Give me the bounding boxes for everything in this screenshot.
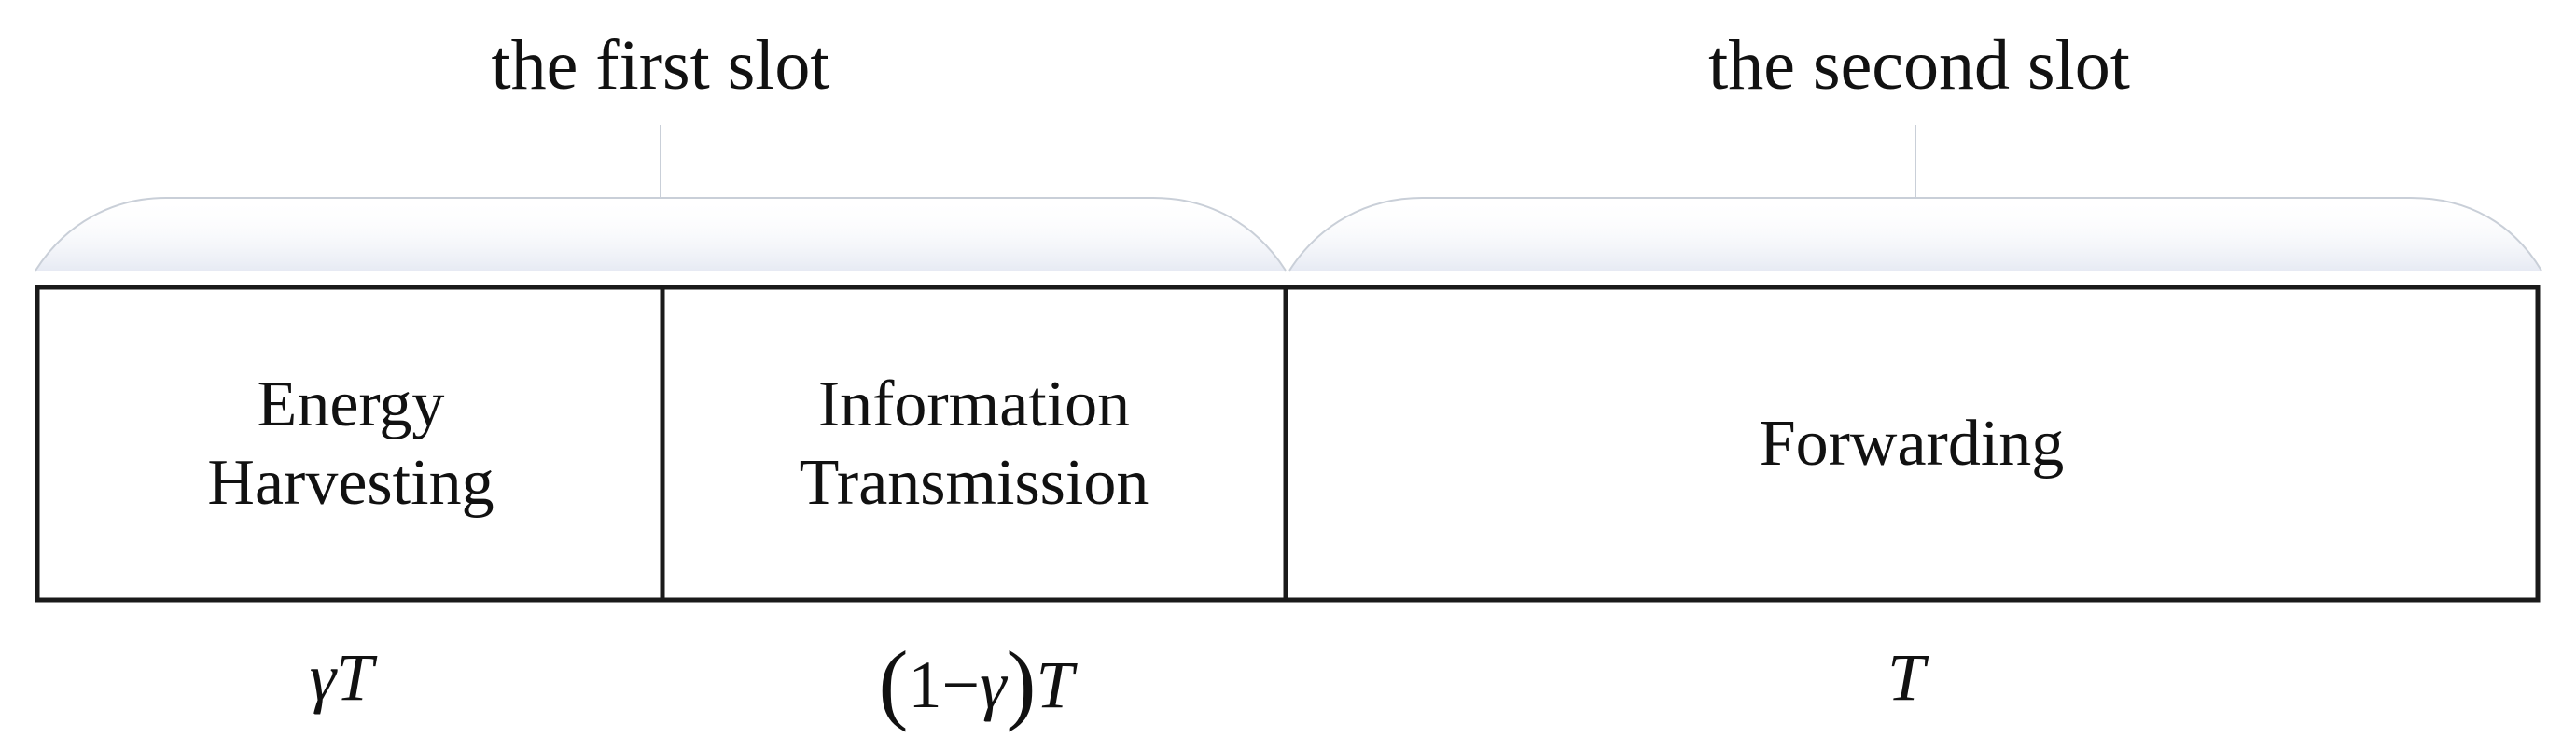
- energy-harvesting-line-2: Harvesting: [207, 447, 494, 519]
- minus-sign: −: [941, 648, 981, 722]
- right-paren: ): [1006, 633, 1037, 732]
- second-slot-brace: [1288, 125, 2542, 272]
- period-symbol: T: [1887, 640, 1926, 715]
- information-transmission-line-1: Information: [817, 369, 1131, 440]
- first-slot-brace: [35, 125, 1287, 272]
- information-transmission-line-2: Transmission: [799, 447, 1149, 519]
- period-symbol: T: [336, 640, 374, 715]
- forwarding-line-1: Forwarding: [1759, 408, 2065, 480]
- period-symbol: T: [1036, 648, 1074, 722]
- first-duration: γT: [310, 644, 373, 711]
- one-digit: 1: [908, 648, 942, 722]
- gamma-symbol: γ: [980, 648, 1007, 722]
- information-transmission-cell: [660, 285, 1288, 603]
- energy-harvesting-label: Energy Harvesting: [207, 366, 494, 522]
- third-duration: T: [1887, 644, 1925, 711]
- second-slot-label: the second slot: [1708, 26, 2130, 104]
- second-duration: (1−γ)T: [879, 638, 1074, 728]
- energy-harvesting-line-1: Energy: [257, 369, 445, 440]
- slot-boxes: [35, 285, 2541, 603]
- energy-harvesting-cell: [35, 285, 665, 603]
- forwarding-cell: [1283, 285, 2541, 603]
- forwarding-label: Forwarding: [1760, 405, 2065, 483]
- gamma-symbol: γ: [309, 640, 337, 715]
- information-transmission-label: Information Transmission: [800, 366, 1149, 522]
- left-paren: (: [878, 633, 909, 732]
- first-slot-label: the first slot: [491, 26, 830, 104]
